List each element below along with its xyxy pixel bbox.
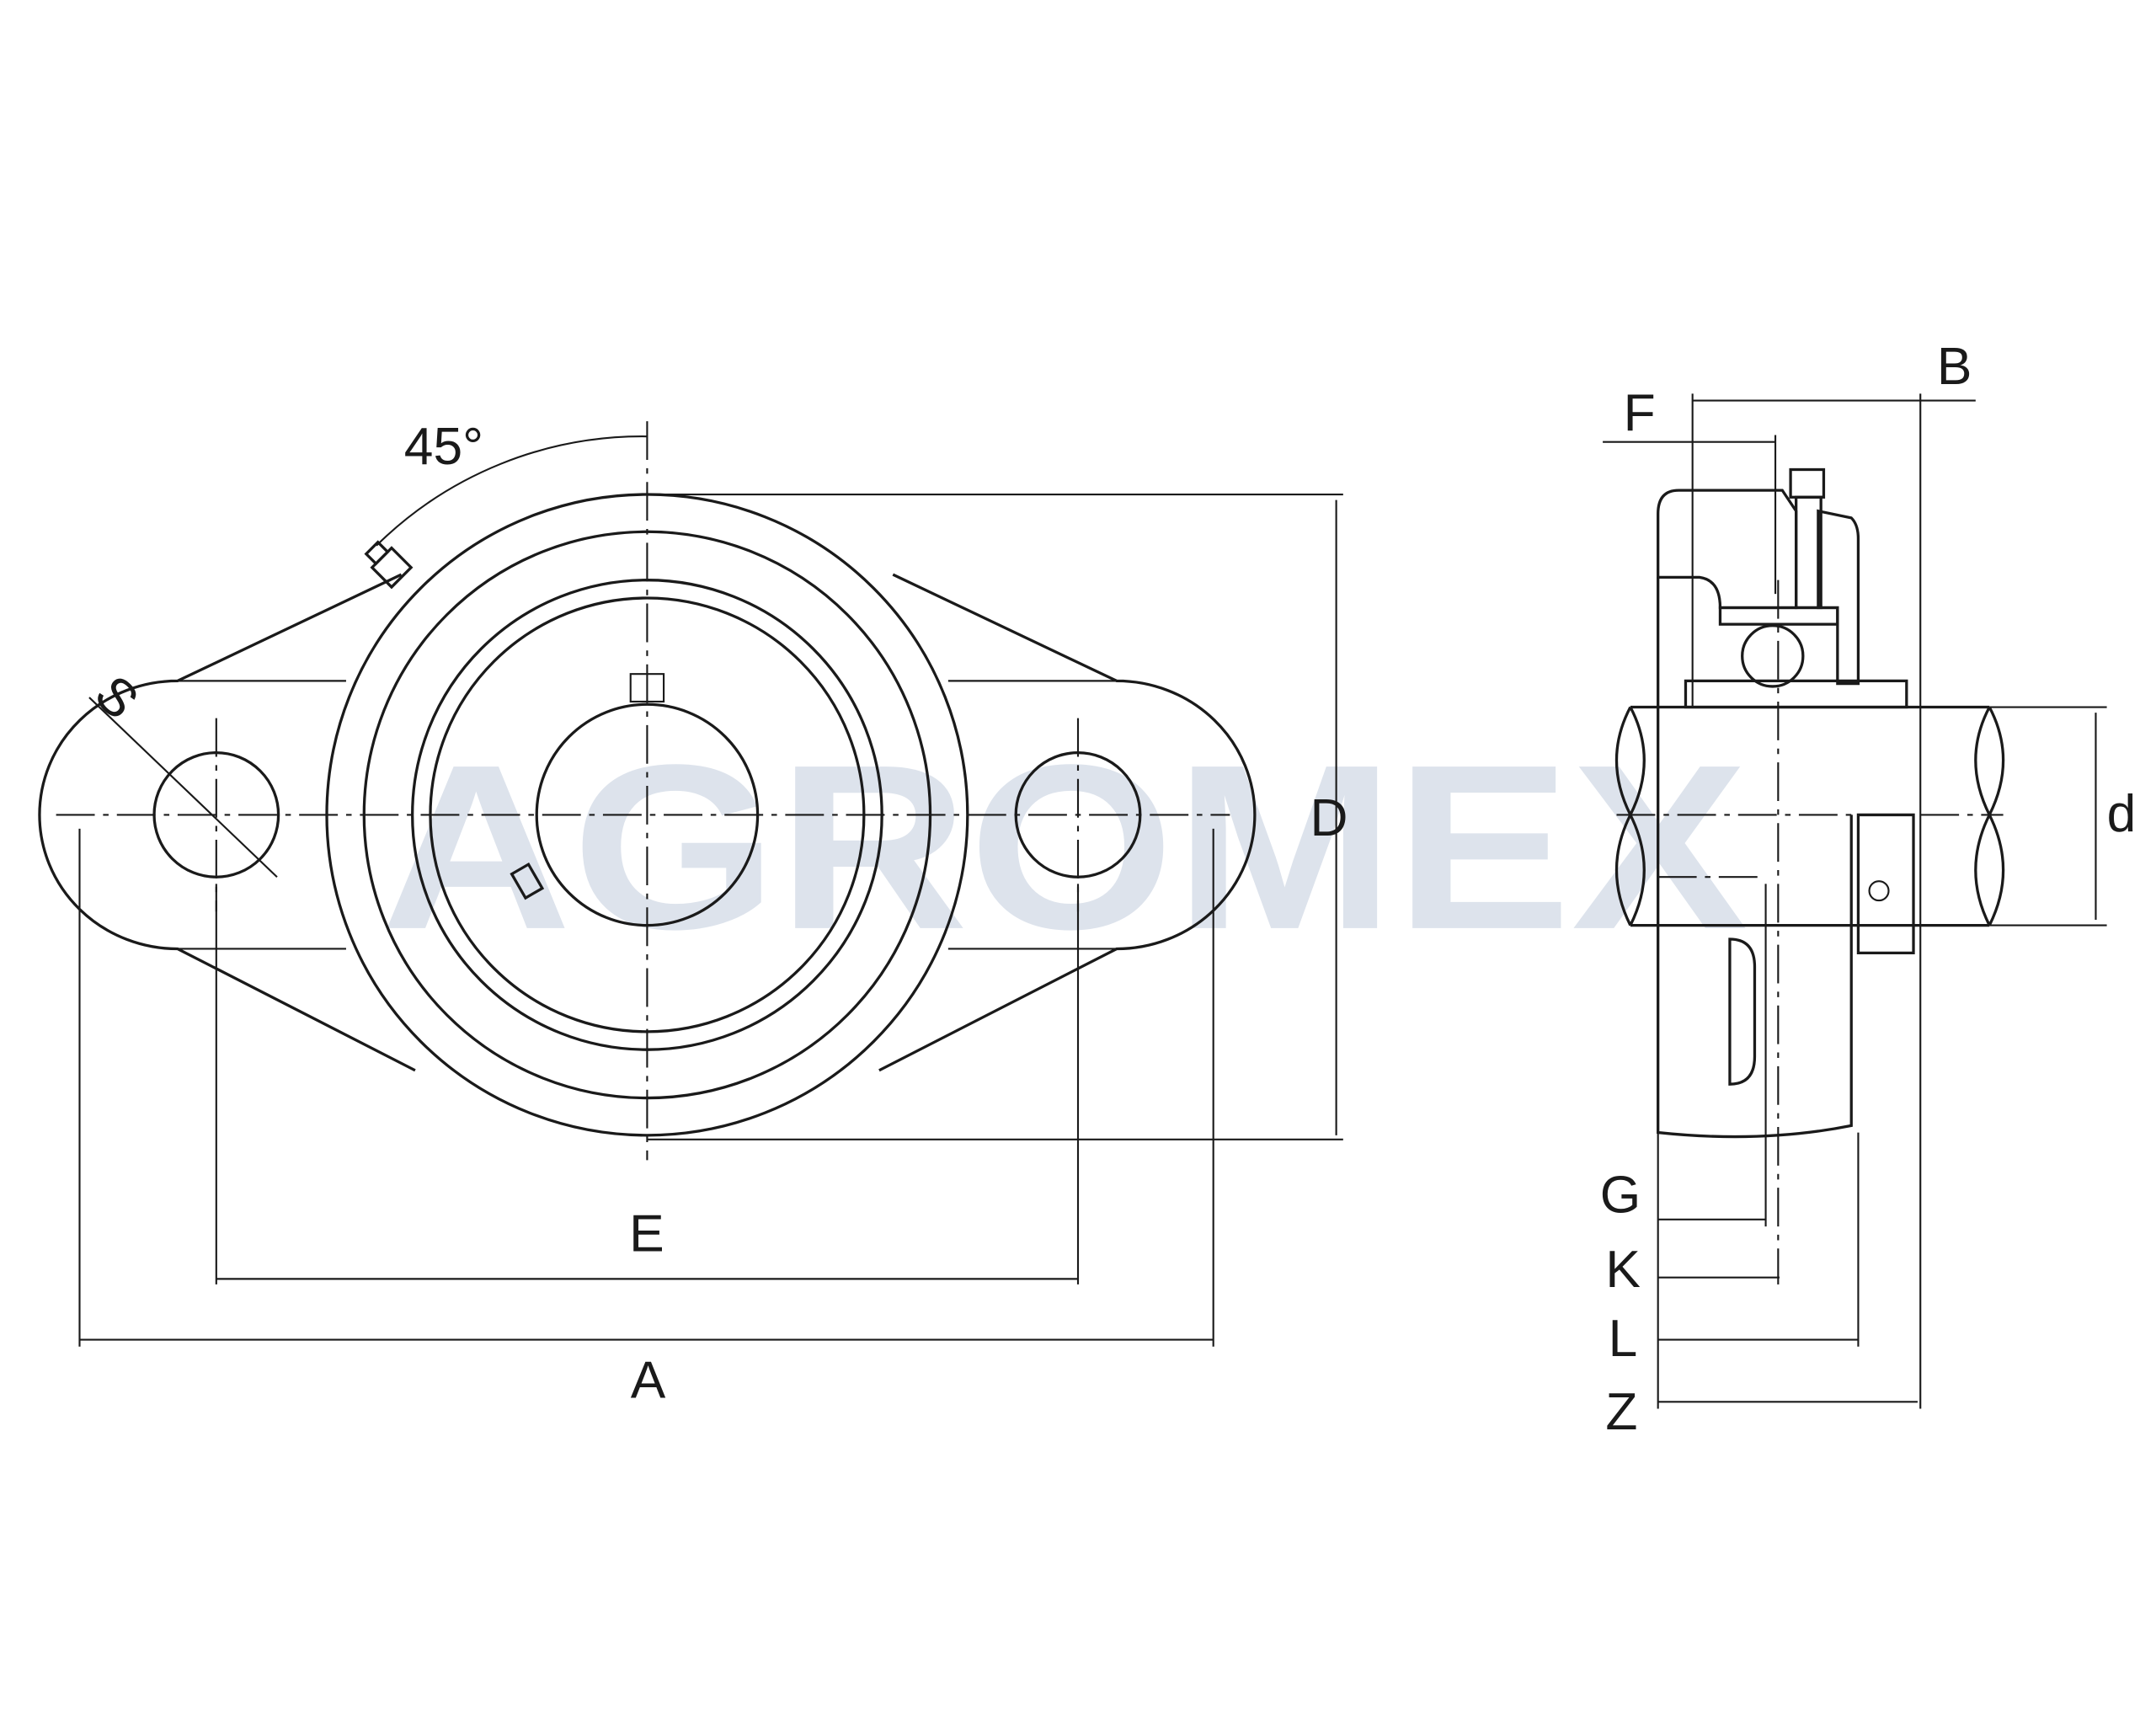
watermark: AGROMEX <box>381 717 1749 979</box>
inner-ring <box>1684 679 1908 709</box>
dim-label-f: F <box>1624 385 1656 443</box>
dim-label-shaft-d: d <box>2107 785 2137 843</box>
set-screw-mark <box>510 862 545 900</box>
watermark-text: AGROMEX <box>381 717 1749 979</box>
angle-label: 45° <box>404 418 483 476</box>
dim-label-d-upper: D <box>1310 789 1348 847</box>
side-view: B F d G K L Z <box>1600 338 2136 1441</box>
grease-nipple-side-icon <box>1789 467 1826 499</box>
dim-label-s: S <box>83 665 149 730</box>
flange-left-ear <box>38 573 416 1072</box>
dim-label-g: G <box>1600 1167 1641 1225</box>
flange-right-ear <box>878 573 1257 1072</box>
dim-label-a: A <box>631 1351 666 1409</box>
dim-label-b: B <box>1937 338 1972 396</box>
dim-label-k: K <box>1605 1241 1641 1299</box>
dim-label-l: L <box>1609 1310 1638 1368</box>
ball-icon <box>1741 624 1805 688</box>
grease-nipple-icon <box>364 540 414 590</box>
dim-label-e: E <box>629 1205 664 1263</box>
dim-label-z: Z <box>1605 1383 1637 1441</box>
